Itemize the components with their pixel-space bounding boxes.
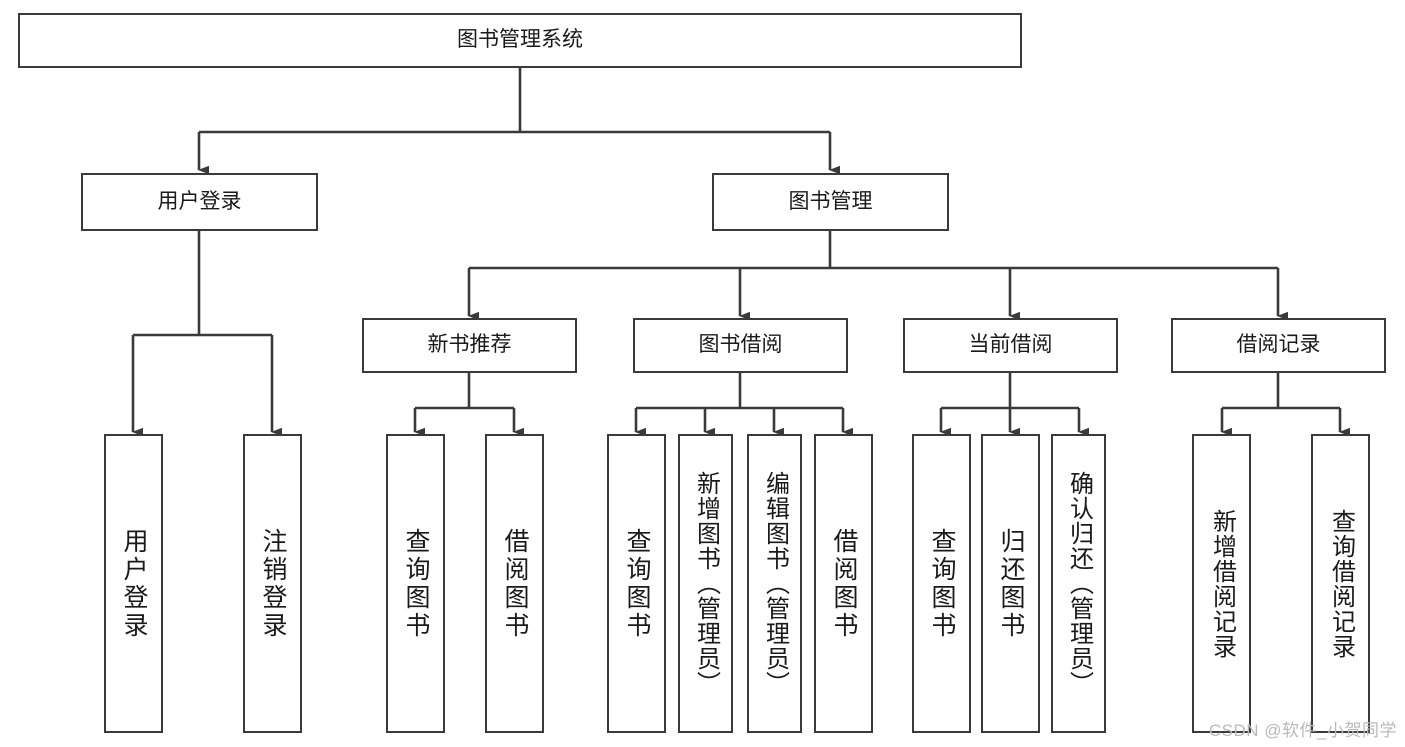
node-leaf-borrow-book-label: 借阅图书: [830, 527, 858, 640]
node-leaf-query-book-current[interactable]: 查询图书: [912, 434, 971, 733]
node-leaf-confirm-return[interactable]: 确认归还（管理员）: [1051, 434, 1106, 733]
node-leaf-query-book-recommend-label: 查询图书: [402, 527, 430, 640]
node-leaf-query-borrow-record-label: 查询借阅记录: [1327, 508, 1355, 659]
node-leaf-edit-book-label: 编辑图书（管理员）: [761, 471, 789, 696]
node-current-borrow[interactable]: 当前借阅: [903, 318, 1118, 373]
node-borrow-record[interactable]: 借阅记录: [1171, 318, 1386, 373]
node-leaf-query-book-recommend[interactable]: 查询图书: [386, 434, 445, 733]
node-leaf-user-login-label: 用户登录: [120, 527, 148, 640]
node-borrow-record-label: 借阅记录: [1236, 333, 1321, 357]
node-leaf-add-borrow-record-label: 新增借阅记录: [1208, 508, 1236, 659]
node-leaf-add-book[interactable]: 新增图书（管理员）: [678, 434, 733, 733]
node-leaf-add-book-label: 新增图书（管理员）: [692, 471, 720, 696]
csdn-watermark: CSDN @软件_小贺同学: [1208, 721, 1397, 740]
node-root-label: 图书管理系统: [457, 28, 583, 52]
node-leaf-query-book-borrow-label: 查询图书: [623, 527, 651, 640]
node-book-borrow[interactable]: 图书借阅: [633, 318, 848, 373]
node-current-borrow-label: 当前借阅: [968, 333, 1053, 357]
node-root[interactable]: 图书管理系统: [18, 13, 1022, 68]
node-leaf-logout-label: 注销登录: [259, 527, 287, 640]
node-book-manage-label: 图书管理: [788, 189, 873, 213]
node-leaf-borrow-book-recommend[interactable]: 借阅图书: [485, 434, 544, 733]
node-new-book-recommend-label: 新书推荐: [427, 333, 512, 357]
node-leaf-user-login[interactable]: 用户登录: [104, 434, 163, 733]
node-leaf-add-borrow-record[interactable]: 新增借阅记录: [1192, 434, 1251, 733]
node-leaf-query-book-current-label: 查询图书: [928, 527, 956, 640]
node-new-book-recommend[interactable]: 新书推荐: [362, 318, 577, 373]
node-leaf-return-book[interactable]: 归还图书: [981, 434, 1040, 733]
node-leaf-borrow-book-recommend-label: 借阅图书: [501, 527, 529, 640]
node-leaf-query-book-borrow[interactable]: 查询图书: [607, 434, 666, 733]
node-user-login-label: 用户登录: [157, 189, 242, 213]
node-leaf-edit-book[interactable]: 编辑图书（管理员）: [747, 434, 802, 733]
node-book-borrow-label: 图书借阅: [698, 333, 783, 357]
node-leaf-query-borrow-record[interactable]: 查询借阅记录: [1311, 434, 1370, 733]
node-user-login[interactable]: 用户登录: [81, 173, 318, 231]
node-leaf-borrow-book[interactable]: 借阅图书: [814, 434, 873, 733]
node-leaf-logout[interactable]: 注销登录: [243, 434, 302, 733]
node-book-manage[interactable]: 图书管理: [712, 173, 949, 231]
node-leaf-return-book-label: 归还图书: [997, 527, 1025, 640]
node-leaf-confirm-return-label: 确认归还（管理员）: [1065, 471, 1093, 696]
